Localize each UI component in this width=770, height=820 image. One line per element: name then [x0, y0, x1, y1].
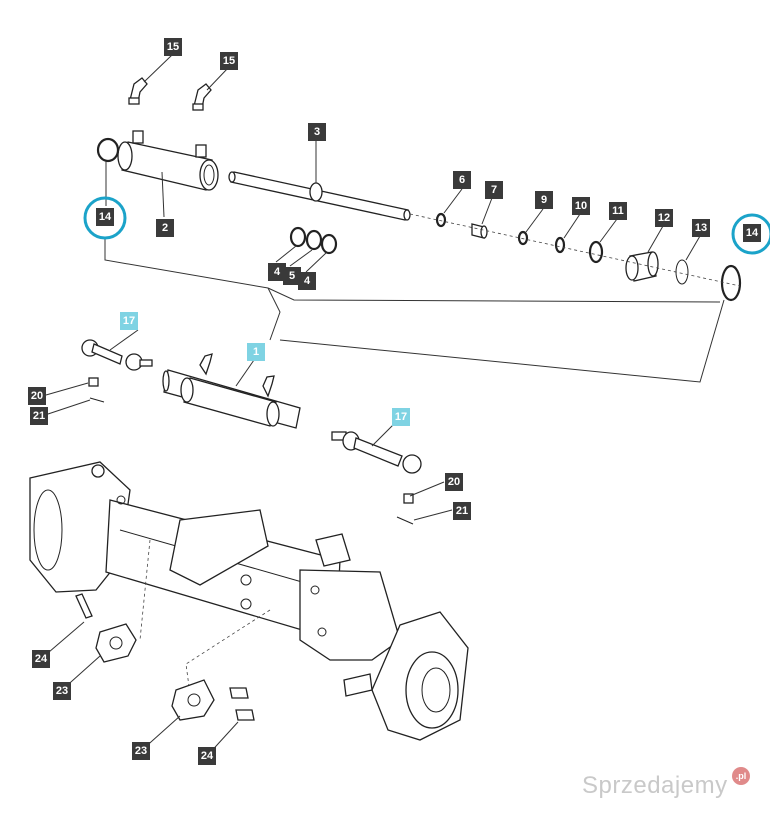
leader-12	[647, 225, 664, 253]
highlight-circle-left	[83, 196, 127, 240]
o-ring-5	[305, 229, 323, 251]
callout-6: 6	[453, 171, 471, 189]
leader-20b	[409, 481, 445, 497]
callout-21-left: 21	[30, 407, 48, 425]
callout-15-left: 15	[164, 38, 182, 56]
callout-24-left: 24	[32, 650, 50, 668]
leader-20a	[45, 382, 89, 396]
callout-20-right: 20	[445, 473, 463, 491]
elbow-fitting-left	[128, 77, 148, 105]
bolt-right-b	[235, 709, 255, 721]
leader-4b	[305, 252, 327, 273]
leader-4a	[275, 245, 297, 263]
callout-5: 5	[283, 267, 301, 285]
seal-11	[588, 240, 604, 264]
highlight-circle-right	[731, 213, 770, 255]
callout-12: 12	[655, 209, 673, 227]
seal-6	[435, 212, 447, 228]
leader-11	[599, 218, 618, 243]
cotter-pin-right	[396, 516, 414, 525]
cylinder-barrel	[117, 130, 219, 191]
callout-21-right: 21	[453, 502, 471, 520]
leader-10	[563, 213, 581, 239]
leader-5	[289, 249, 313, 267]
callout-3: 3	[308, 123, 326, 141]
bolt-left	[75, 593, 93, 619]
callout-10: 10	[572, 197, 590, 215]
callout-23-right: 23	[132, 742, 150, 760]
leader-21b	[413, 509, 453, 521]
tie-rod-end-right	[331, 431, 422, 474]
leader-2	[161, 171, 165, 218]
callout-15-right: 15	[220, 52, 238, 70]
bracket-right	[267, 287, 721, 303]
leader-9	[525, 208, 544, 233]
leader-6	[443, 188, 463, 214]
watermark-text: Sprzedajemy	[582, 772, 728, 799]
bracket-stem	[267, 287, 281, 341]
seal-ring-left	[96, 137, 120, 163]
o-ring-4a	[289, 226, 307, 248]
callout-24-right: 24	[198, 747, 216, 765]
seal-ring-right	[720, 264, 742, 302]
callout-7: 7	[485, 181, 503, 199]
callout-1: 1	[247, 343, 265, 361]
callout-13: 13	[692, 219, 710, 237]
assembly-axis	[409, 213, 741, 287]
leader-15a	[143, 54, 173, 83]
cotter-pin-left	[89, 397, 105, 403]
gland-nut	[625, 251, 659, 282]
gasket-left	[95, 623, 137, 663]
callout-4-first: 4	[268, 263, 286, 281]
o-ring-4b	[320, 233, 338, 255]
gasket-right	[171, 679, 215, 721]
callout-17-right: 17	[392, 408, 410, 426]
leader-17a	[109, 329, 139, 351]
elbow-fitting-right	[192, 83, 212, 111]
seal-13	[675, 259, 689, 285]
piston-rod	[228, 171, 411, 221]
guide-right	[185, 609, 271, 695]
callout-23-left: 23	[53, 682, 71, 700]
callout-9: 9	[535, 191, 553, 209]
callout-11: 11	[609, 202, 627, 220]
bushing-7	[471, 223, 488, 239]
tie-rod-end-left	[81, 339, 153, 371]
nut-left	[88, 377, 99, 387]
guide-left	[139, 539, 151, 641]
callout-4-second: 4	[298, 272, 316, 290]
watermark-badge: .pl	[732, 767, 750, 785]
nut-right	[403, 493, 414, 504]
cylinder-assembly	[162, 353, 301, 429]
leader-21a	[47, 399, 91, 415]
callout-14-left: 14	[96, 208, 114, 226]
leader-1	[235, 359, 255, 387]
leader-17b	[371, 423, 395, 447]
seal-9	[517, 230, 529, 246]
bracket-left	[104, 238, 269, 289]
bolt-right-a	[229, 687, 249, 699]
callout-20-left: 20	[28, 387, 46, 405]
axle-housing	[29, 461, 469, 741]
callout-2: 2	[156, 219, 174, 237]
callout-14-right: 14	[743, 224, 761, 242]
leader-7	[481, 197, 493, 225]
leader-13	[685, 235, 701, 261]
seal-10	[554, 236, 566, 254]
callout-17-left: 17	[120, 312, 138, 330]
bracket-return	[279, 299, 725, 383]
leader-15b	[206, 67, 229, 91]
